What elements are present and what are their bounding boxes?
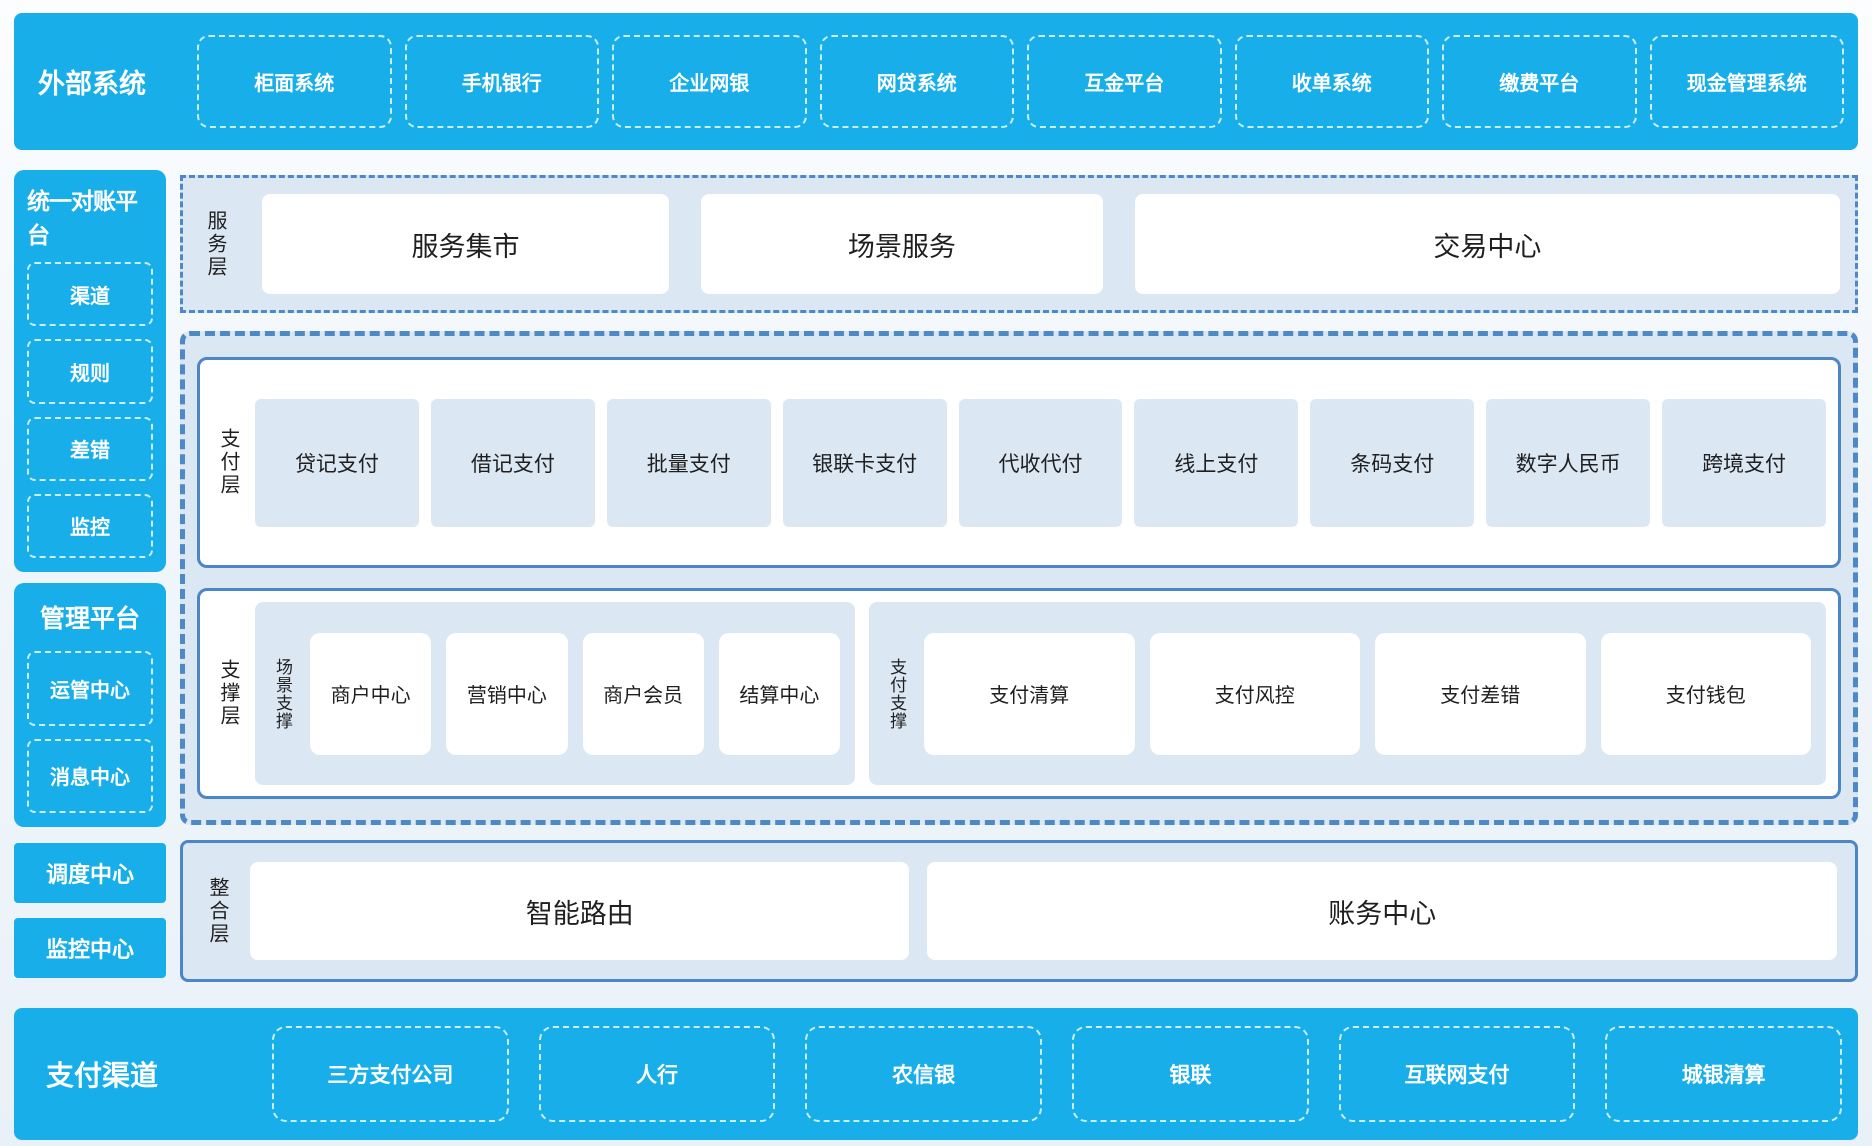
monitor-center-box: 监控中心 — [14, 918, 166, 978]
payment-channel-item: 农信银 — [805, 1026, 1043, 1122]
service-layer-label: 服务层 — [204, 209, 226, 279]
payment-support-group: 支付支撑 支付清算 支付风控 支付差错 支付钱包 — [869, 602, 1826, 785]
scene-support-item: 营销中心 — [446, 632, 568, 755]
payment-support-item: 支付风控 — [1149, 632, 1361, 755]
integration-item: 智能路由 — [250, 862, 910, 960]
external-systems-bar: 外部系统 柜面系统 手机银行 企业网银 网贷系统 互金平台 收单系统 缴费平台 … — [14, 13, 1858, 150]
payment-item: 线上支付 — [1134, 398, 1299, 527]
payment-channels-title: 支付渠道 — [46, 1060, 159, 1091]
payment-item: 借记支付 — [430, 398, 595, 527]
reconciliation-item: 差错 — [27, 416, 153, 481]
reconciliation-item: 规则 — [27, 339, 153, 404]
management-item: 运管中心 — [27, 651, 153, 726]
reconciliation-platform-title: 统一对账平台 — [27, 188, 138, 248]
payment-item: 跨境支付 — [1662, 398, 1827, 527]
reconciliation-items: 渠道 规则 差错 监控 — [27, 262, 153, 558]
external-system-item: 缴费平台 — [1442, 35, 1637, 128]
scene-support-label: 场景支撑 — [273, 657, 292, 730]
management-platform-panel: 管理平台 运管中心 消息中心 — [14, 583, 166, 827]
integration-item: 账务中心 — [927, 862, 1837, 960]
payment-item: 代收代付 — [958, 398, 1123, 527]
left-column: 统一对账平台 渠道 规则 差错 监控 管理平台 运管中心 消息中心 调度中心 监… — [14, 163, 166, 982]
management-items: 运管中心 消息中心 — [27, 651, 153, 813]
service-item: 交易中心 — [1134, 194, 1840, 294]
external-systems-title: 外部系统 — [38, 69, 146, 99]
middle-region: 统一对账平台 渠道 规则 差错 监控 管理平台 运管中心 消息中心 调度中心 监… — [14, 163, 1858, 982]
external-system-item: 互金平台 — [1027, 35, 1222, 128]
payment-support-item: 支付清算 — [924, 632, 1135, 755]
external-system-item: 现金管理系统 — [1649, 35, 1844, 128]
payment-item: 条码支付 — [1310, 398, 1475, 527]
reconciliation-platform-panel: 统一对账平台 渠道 规则 差错 监控 — [14, 170, 166, 572]
reconciliation-item: 监控 — [27, 493, 153, 558]
dispatch-center-box: 调度中心 — [14, 843, 166, 903]
external-system-item: 企业网银 — [612, 35, 807, 128]
payment-item: 贷记支付 — [255, 398, 419, 527]
payment-item: 银联卡支付 — [782, 398, 947, 527]
payment-support-item: 支付差错 — [1375, 632, 1586, 755]
management-item: 消息中心 — [27, 738, 153, 813]
payment-item: 数字人民币 — [1486, 398, 1651, 527]
payment-support-item: 支付钱包 — [1600, 632, 1811, 755]
main-layers: 服务层 服务集市 场景服务 交易中心 支付层 贷记支付 借记支付 批量支付 银联… — [180, 163, 1858, 982]
core-layers-wrapper: 支付层 贷记支付 借记支付 批量支付 银联卡支付 代收代付 线上支付 条码支付 … — [180, 331, 1858, 825]
service-item: 场景服务 — [700, 194, 1103, 294]
integration-layer-label: 整合层 — [206, 876, 228, 946]
payment-item: 批量支付 — [606, 398, 771, 527]
payment-channel-item: 银联 — [1072, 1026, 1309, 1122]
scene-support-group: 场景支撑 商户中心 营销中心 商户会员 结算中心 — [255, 602, 856, 785]
payment-layer-label: 支付层 — [217, 428, 239, 497]
management-platform-title: 管理平台 — [39, 605, 140, 633]
reconciliation-item: 渠道 — [27, 262, 153, 327]
external-system-item: 收单系统 — [1234, 35, 1429, 128]
external-system-item: 网贷系统 — [819, 35, 1014, 128]
external-system-item: 柜面系统 — [197, 35, 392, 128]
payment-channel-item: 城银清算 — [1605, 1026, 1843, 1122]
payment-channel-item: 互联网支付 — [1338, 1026, 1576, 1122]
service-item: 服务集市 — [262, 194, 669, 294]
integration-layer: 整合层 智能路由 账务中心 — [180, 840, 1858, 982]
payment-channels-bar: 支付渠道 三方支付公司 人行 农信银 银联 互联网支付 城银清算 — [14, 1008, 1858, 1140]
service-layer: 服务层 服务集市 场景服务 交易中心 — [180, 175, 1858, 313]
scene-support-item: 商户中心 — [310, 632, 432, 755]
payment-channel-item: 人行 — [538, 1026, 776, 1122]
support-layer: 支撑层 场景支撑 商户中心 营销中心 商户会员 结算中心 支付支撑 支付清算 支… — [197, 588, 1841, 799]
scene-support-item: 商户会员 — [582, 632, 704, 755]
payment-channel-item: 三方支付公司 — [272, 1026, 509, 1122]
payment-support-label: 支付支撑 — [887, 657, 907, 730]
support-layer-label: 支撑层 — [217, 659, 239, 728]
scene-support-item: 结算中心 — [718, 632, 841, 755]
external-system-item: 手机银行 — [404, 35, 599, 128]
payment-layer: 支付层 贷记支付 借记支付 批量支付 银联卡支付 代收代付 线上支付 条码支付 … — [197, 357, 1841, 568]
